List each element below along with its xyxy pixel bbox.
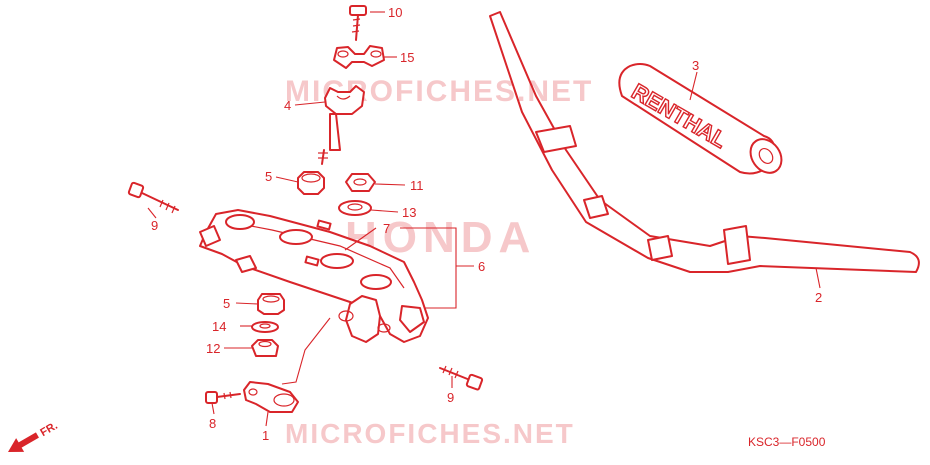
callout-10: 10 <box>388 5 402 20</box>
nut-11 <box>345 173 376 192</box>
handlebar-pad-3: RENTHAL <box>618 63 783 175</box>
collar-5-lower <box>257 293 285 315</box>
leader-lines <box>147 11 821 427</box>
watermark-bottom: MICROFICHES.NET <box>285 418 575 449</box>
bolt-9-upper <box>127 181 179 214</box>
bolt-8 <box>205 391 241 404</box>
bolt-9-lower <box>439 365 484 391</box>
lower-holder-4 <box>318 85 365 165</box>
callout-6: 6 <box>478 259 485 274</box>
top-bridge-6 <box>199 209 429 343</box>
callout-8: 8 <box>209 416 216 431</box>
callout-9-upper: 9 <box>151 218 158 233</box>
handlebar-2 <box>489 11 920 273</box>
diagram-code: KSC3—F0500 <box>748 435 826 449</box>
callout-11: 11 <box>410 178 424 193</box>
callout-2: 2 <box>815 290 822 305</box>
washer-13 <box>338 200 372 216</box>
bolt-10 <box>349 5 367 41</box>
callout-14: 14 <box>212 319 226 334</box>
callout-7: 7 <box>383 221 390 236</box>
callout-12: 12 <box>206 341 220 356</box>
callout-9-lower: 9 <box>447 390 454 405</box>
callout-5-upper: 5 <box>265 169 272 184</box>
front-arrow: FR. <box>8 420 60 452</box>
front-label: FR. <box>38 420 59 439</box>
nut-12 <box>251 339 279 357</box>
callout-4: 4 <box>284 98 291 113</box>
clamp-1 <box>243 381 299 413</box>
callout-15: 15 <box>400 50 414 65</box>
callout-5-lower: 5 <box>223 296 230 311</box>
callout-3: 3 <box>692 58 699 73</box>
callout-1: 1 <box>262 428 269 443</box>
upper-holder-cap-15 <box>333 45 385 69</box>
washer-14 <box>251 321 279 333</box>
callout-13: 13 <box>402 205 416 220</box>
collar-5-upper <box>297 171 325 195</box>
